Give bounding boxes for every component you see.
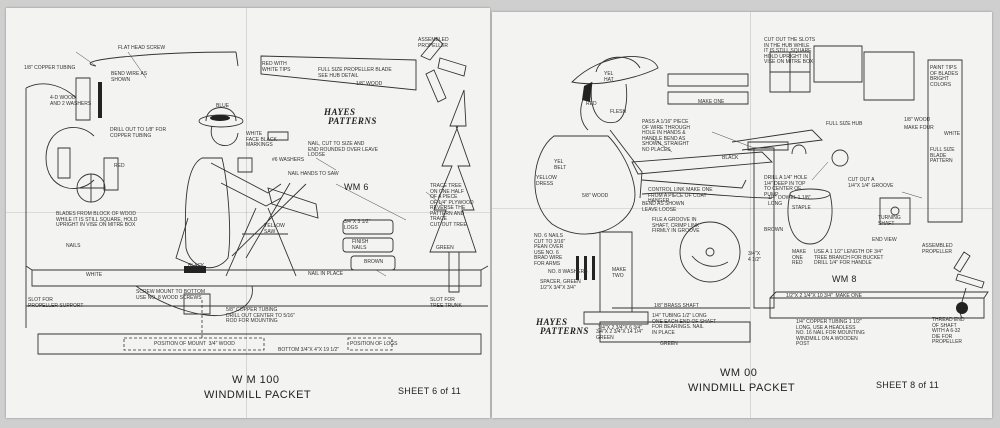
annotation: MAKE TWO xyxy=(612,267,627,279)
sheet-number: SHEET 6 of 11 xyxy=(398,386,462,396)
annotation: 3/4"X 2 3/4"X 14 1/4" GREEN xyxy=(596,329,643,341)
annotation: END VIEW xyxy=(872,237,897,243)
annotation: YEL BELT xyxy=(554,159,567,171)
annotation: SLOT FOR PROPELLER SUPPORT xyxy=(28,297,84,309)
annotation: CONTROL LINK MAKE ONE FROM A PIECE OF CO… xyxy=(648,187,713,204)
annotation: 4-D WOOD AND 2 WASHERS xyxy=(50,95,92,107)
annotation: 3/4"X 3 1/2" LOGS xyxy=(344,219,371,231)
fold-line xyxy=(246,8,247,418)
annotation: YEL HAT xyxy=(604,71,614,83)
annotation: NAIL, CUT TO SIZE AND END ROUNDED OVER L… xyxy=(308,141,378,158)
annotation: NO. 6 NAILS CUT TO 3/16" PEAN OVER USE N… xyxy=(534,233,566,267)
annotation: THREAD END OF SHAFT WITH A 6-32 DIE FOR … xyxy=(932,317,965,345)
annotation: FLESH xyxy=(610,109,627,115)
packet-number: W M 100 xyxy=(232,374,280,386)
annotation: MAKE ONE RED xyxy=(792,249,807,266)
annotation: 3/4"X 4 1/2" xyxy=(748,251,761,263)
annotation: 5/8" COPPER TUBING DRILL OUT CENTER TO 5… xyxy=(226,307,295,324)
annotation: SPACER, GREEN 1/2"X 3/4"X 3/4" xyxy=(540,279,581,291)
annotation: #6 WASHERS xyxy=(272,157,305,163)
annotation: NAIL IN PLACE xyxy=(308,271,344,277)
annotation: RED xyxy=(586,101,597,107)
annotation: BEND AS SHOWN LEAVE LOOSE xyxy=(642,201,685,213)
annotation: WHITE xyxy=(944,131,961,137)
hayes-patterns-logo: HAYES PATTERNS xyxy=(536,317,589,336)
annotation: FULL SIZE PROPELLER BLADE SEE HUB DETAIL xyxy=(318,67,392,79)
annotation: 1/8" WOOD xyxy=(356,81,383,87)
fold-line xyxy=(492,208,992,209)
pattern-sheet-8: HAYES PATTERNS WM 8 WM 00 WINDMILL PACKE… xyxy=(492,12,992,418)
annotation: BLUE xyxy=(216,103,230,109)
annotation: 5/8" WOOD xyxy=(582,193,609,199)
annotation: 1/8" BRASS SHAFT xyxy=(654,303,699,309)
line-drawing xyxy=(6,8,490,418)
annotation: RED WITH WHITE TIPS xyxy=(262,61,291,73)
pattern-id: WM 6 xyxy=(344,182,369,192)
annotation: RED xyxy=(114,163,125,169)
annotation: WHITE xyxy=(86,272,103,278)
annotation: PASS A 1/16" PIECE OF WIRE THROUGH HOLE … xyxy=(642,119,690,153)
annotation: FILE A GROOVE IN SHAFT, CRIMP LINK FIRML… xyxy=(652,217,700,234)
annotation: BEND WIRE AS SHOWN xyxy=(111,71,148,83)
annotation: ASSEMBLED PROPELLER xyxy=(922,243,953,255)
annotation: DRILL A 1/4" HOLE 1/4" DEEP IN TOP TO CE… xyxy=(764,175,808,198)
annotation: YELLOW SAW xyxy=(264,223,285,235)
annotation: YELLOW DRESS xyxy=(536,175,557,187)
annotation: FULL SIZE HUB xyxy=(826,121,863,127)
annotation: GREEN xyxy=(660,341,678,347)
annotation: FULL SIZE BLADE PATTERN xyxy=(930,147,955,164)
annotation: BLADES FROM BLOCK OF WOOD WHILE IT IS ST… xyxy=(56,211,138,228)
annotation: 1/8" COPPER TUBING xyxy=(24,65,76,71)
annotation: GREEN xyxy=(436,245,454,251)
annotation: NAIL HANDS TO SAW xyxy=(288,171,339,177)
annotation: 3/4"X 2 3/4"X 6 3/4" xyxy=(598,325,642,331)
annotation: PAINT TIPS OF BLADES BRIGHT COLORS xyxy=(930,65,959,88)
annotation: POSITION OF LOGS xyxy=(350,341,398,347)
sheet-number: SHEET 8 of 11 xyxy=(876,380,940,390)
annotation: CUT OUT A 1/4"X 1/4" GROOVE xyxy=(848,177,894,189)
annotation: BOTTOM 3/4"X 4"X 19 1/2" xyxy=(278,347,340,353)
annotation: 1/2"X 2 1/4"X 10 3/4" MAKE ONE xyxy=(786,293,862,299)
pattern-id: WM 8 xyxy=(832,274,857,284)
annotation: BROWN xyxy=(764,227,784,233)
annotation: DRILL OUT TO 1/8" FOR COPPER TUBING xyxy=(110,127,167,139)
annotation: CUT OUT THE SLOTS IN THE HUB WHILE IT IS… xyxy=(764,37,816,65)
annotation: 1/4" TUBING 1/2" LONG ONE EACH END OF SH… xyxy=(652,313,717,336)
annotation: MAKE ONE xyxy=(698,99,725,105)
annotation: BLACK xyxy=(722,155,739,161)
fold-line xyxy=(750,12,751,418)
annotation: BLACK xyxy=(188,263,205,269)
annotation: 1/4" COPPER TUBING 1 1/2" LONG, USE A HE… xyxy=(796,319,865,347)
annotation: USE A 1 1/2" LENGTH OF 3/4" TREE BRANCH … xyxy=(814,249,884,266)
pattern-sheet-6: HAYES PATTERNS WM 6 W M 100 WINDMILL PAC… xyxy=(6,8,490,418)
annotation: 1/8" WOOD xyxy=(904,117,931,123)
annotation: WHITE FACE BLACK MARKINGS xyxy=(246,131,277,148)
annotation: ASSEMBLED PROPELLER xyxy=(418,37,449,49)
annotation: BROWN xyxy=(364,259,384,265)
annotation: 1/4" DOWEL 1 1/8" LONG xyxy=(768,195,811,207)
fold-line xyxy=(6,212,490,213)
annotation: SCREW MOUNT TO BOTTOM USE NO. 8 WOOD SCR… xyxy=(136,289,206,301)
annotation: STAPLE xyxy=(792,205,811,211)
packet-title: WINDMILL PACKET xyxy=(204,389,312,401)
packet-title: WINDMILL PACKET xyxy=(688,382,796,394)
packet-number: WM 00 xyxy=(720,367,758,379)
line-drawing xyxy=(492,12,992,418)
annotation: MAKE FOUR xyxy=(904,125,934,131)
annotation: NAILS xyxy=(66,243,81,249)
annotation: SLOT FOR TREE TRUNK xyxy=(430,297,462,309)
hayes-patterns-logo: HAYES PATTERNS xyxy=(324,107,377,126)
annotation: FLAT HEAD SCREW xyxy=(118,45,166,51)
annotation: FINISH NAILS xyxy=(352,239,369,251)
annotation: NO. 8 WASHERS xyxy=(548,269,588,275)
annotation: POSITION OF MOUNT 3/4" WOOD xyxy=(154,341,235,347)
annotation: TRACE TREE ON ONE HALF OF A PIECE OF 1/4… xyxy=(430,183,474,228)
annotation: TURNING SHAFT xyxy=(878,215,901,227)
